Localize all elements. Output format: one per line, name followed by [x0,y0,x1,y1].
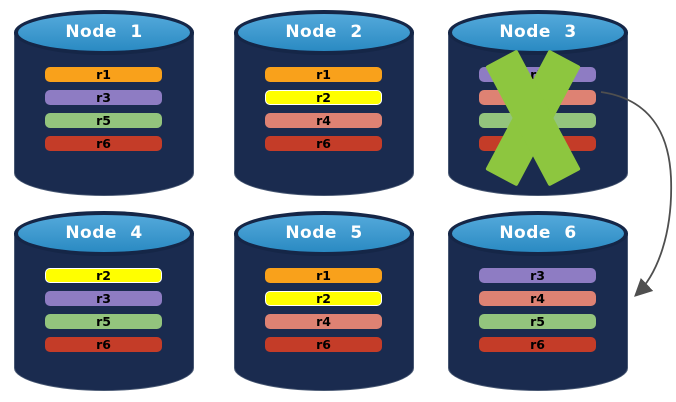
partition-bar: r3 [45,90,162,105]
cylinder-top: Node 4 [14,211,194,256]
partition-bar: r2 [265,90,382,105]
partition-bar: r4 [265,113,382,128]
partition-bar: r1 [265,268,382,283]
cylinder-body [234,233,414,391]
partition-list: r1 r3 r5 r6 [45,67,162,151]
partition-bar: r1 [45,67,162,82]
node-title: Node 1 [65,21,143,42]
partition-list: r1 r2 r4 r6 [265,67,382,151]
partition-bar: r2 [45,268,162,283]
partition-list: r2 r3 r5 r6 [45,268,162,352]
partition-bar: r6 [45,136,162,151]
partition-list: r3 r4 r5 r6 [479,268,596,352]
cylinder-top: Node 2 [234,10,414,55]
partition-bar: r4 [479,291,596,306]
node-title: Node 2 [285,21,363,42]
partition-bar: r3 [479,268,596,283]
node-5: Node 5 r1 r2 r4 r6 [234,211,414,391]
cylinder-body [448,233,628,391]
partition-list: r1 r2 r4 r6 [265,268,382,352]
partition-bar: r4 [265,314,382,329]
node-2: Node 2 r1 r2 r4 r6 [234,10,414,196]
partition-bar: r5 [45,113,162,128]
cylinder-top: Node 3 [448,10,628,55]
node-title: Node 6 [499,222,577,243]
node-4: Node 4 r2 r3 r5 r6 [14,211,194,391]
partition-bar: r6 [265,136,382,151]
partition-bar: r2 [265,291,382,306]
partition-bar: r5 [45,314,162,329]
partition-bar: r6 [45,337,162,352]
partition-bar: r6 [265,337,382,352]
cylinder-top: Node 1 [14,10,194,55]
node-title: Node 4 [65,222,143,243]
cylinder-body [14,233,194,391]
node-1: Node 1 r1 r3 r5 r6 [14,10,194,196]
partition-bar: r6 [479,337,596,352]
node-title: Node 5 [285,222,363,243]
cylinder-top: Node 6 [448,211,628,256]
node-6: Node 6 r3 r4 r5 r6 [448,211,628,391]
partition-bar: r3 [45,291,162,306]
cylinder-top: Node 5 [234,211,414,256]
partition-bar: r1 [265,67,382,82]
partition-bar: r5 [479,314,596,329]
node-title: Node 3 [499,21,577,42]
